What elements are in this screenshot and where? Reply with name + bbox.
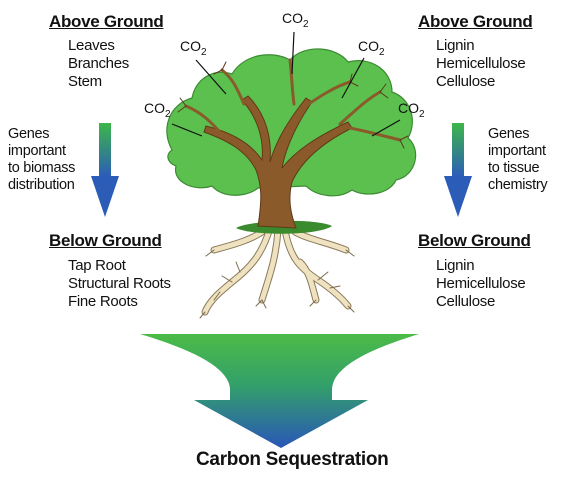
right-below-ground-list: Lignin Hemicellulose Cellulose — [436, 257, 526, 311]
list-item: Fine Roots — [68, 293, 138, 310]
tree-twigs — [177, 61, 409, 149]
co2-pointer-2 — [195, 59, 227, 95]
left-above-ground-list: Leaves Branches Stem — [68, 37, 129, 91]
co2-label-1: CO2 — [144, 100, 171, 120]
left-below-ground-list: Tap Root Structural Roots Fine Roots — [68, 257, 171, 311]
co2-pointer-1 — [171, 123, 203, 137]
co2-pointer-lines — [171, 31, 401, 137]
carbon-sequestration-caption: Carbon Sequestration — [196, 449, 389, 470]
right-above-ground-heading: Above Ground — [418, 12, 533, 31]
list-item: Leaves — [68, 37, 115, 54]
co2-pointer-5 — [371, 119, 401, 137]
list-item: Lignin — [436, 37, 475, 54]
left-above-ground-heading: Above Ground — [49, 12, 164, 31]
co2-pointer-4 — [341, 57, 365, 99]
list-item: Branches — [68, 55, 129, 72]
right-above-ground-list: Lignin Hemicellulose Cellulose — [436, 37, 526, 91]
co2-pointer-3 — [291, 31, 295, 75]
tree-trunk — [203, 95, 353, 229]
left-below-ground-heading: Below Ground — [49, 231, 162, 250]
list-item: Cellulose — [436, 293, 495, 310]
list-item: Hemicellulose — [436, 55, 526, 72]
list-item: Cellulose — [436, 73, 495, 90]
left-gene-arrow — [91, 123, 119, 217]
carbon-sequestration-arrow — [140, 334, 419, 448]
co2-label-3: CO2 — [282, 10, 309, 30]
co2-label-2: CO2 — [180, 38, 207, 58]
list-item: Hemicellulose — [436, 275, 526, 292]
right-gene-arrow — [444, 123, 472, 217]
list-item: Structural Roots — [68, 275, 171, 292]
tree-roots — [199, 224, 355, 319]
list-item: Tap Root — [68, 257, 126, 274]
co2-label-4: CO2 — [358, 38, 385, 58]
co2-label-5: CO2 — [398, 100, 425, 120]
right-genes-text: Genes important to tissue chemistry — [488, 126, 548, 193]
left-genes-text: Genes important to biomass distribution — [8, 126, 76, 193]
list-item: Lignin — [436, 257, 475, 274]
right-below-ground-heading: Below Ground — [418, 231, 531, 250]
list-item: Stem — [68, 73, 102, 90]
